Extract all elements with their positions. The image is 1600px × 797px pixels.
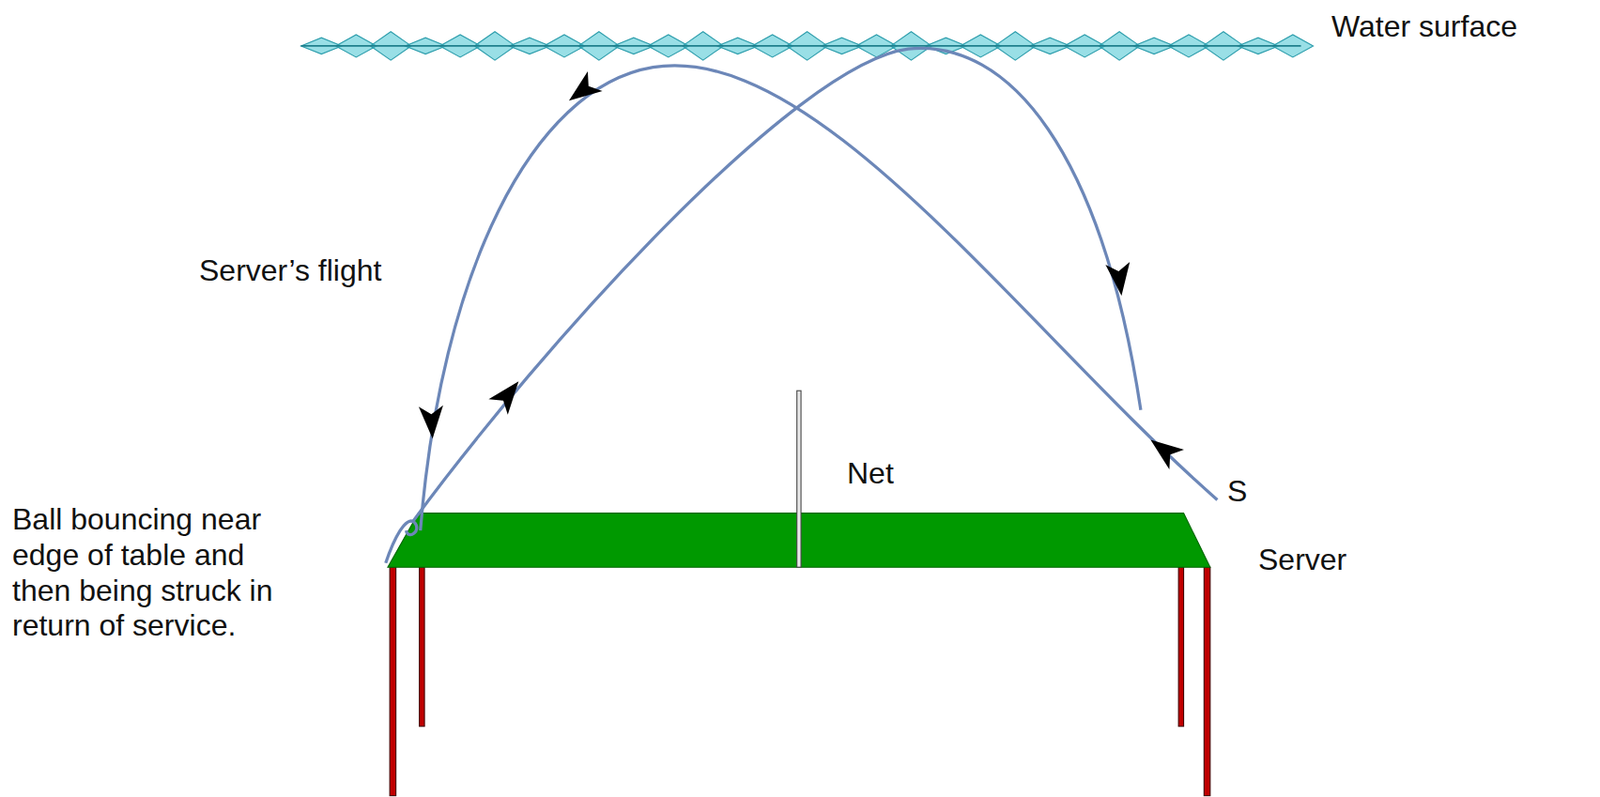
net	[797, 390, 801, 568]
arrowheads	[418, 71, 1185, 470]
table-leg	[389, 567, 397, 796]
illustration-group	[301, 31, 1314, 797]
bounce-loop	[385, 521, 417, 564]
arrowhead	[418, 405, 446, 440]
table-leg	[1203, 567, 1211, 796]
water-surface-label: Water surface	[1331, 9, 1518, 46]
water-line	[301, 45, 1302, 47]
arrowhead	[1105, 261, 1134, 298]
water-surface	[301, 31, 1314, 61]
server-label: Server	[1258, 542, 1347, 579]
arrowhead	[488, 373, 528, 415]
return-trajectory	[412, 47, 1141, 523]
arrowhead	[561, 71, 602, 111]
arrowhead	[1143, 430, 1185, 470]
table-leg	[1178, 567, 1184, 727]
serve-trajectory	[420, 65, 1218, 531]
table-leg	[419, 567, 425, 727]
net-label: Net	[846, 456, 894, 493]
server-marker: S	[1227, 474, 1247, 510]
bounce-note: Ball bouncing near edge of table and the…	[12, 502, 294, 645]
flight-label: Server’s flight	[199, 253, 382, 290]
